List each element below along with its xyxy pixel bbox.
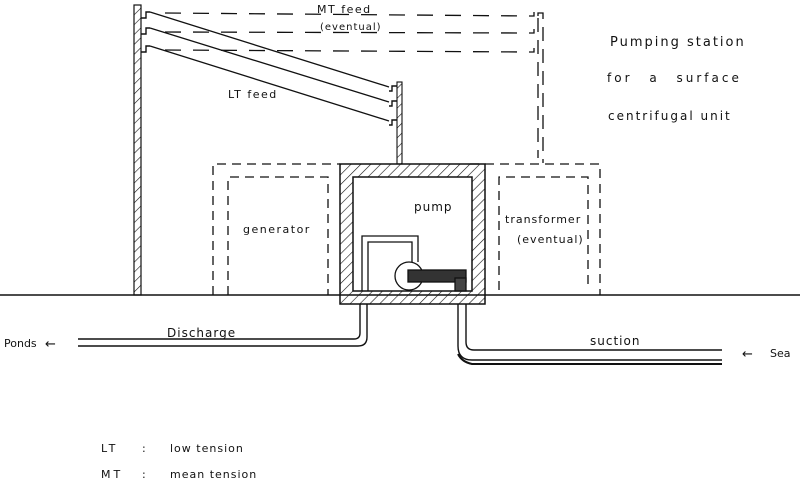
legend: LT : low tension MT : mean tension xyxy=(101,442,257,481)
pump-house xyxy=(339,163,486,305)
title-line-2: for a surface xyxy=(607,71,742,85)
left-pole xyxy=(133,4,142,296)
legend-sep-mt: : xyxy=(142,468,146,481)
suction-pipe xyxy=(457,304,722,365)
legend-abbr-lt: LT xyxy=(101,442,118,455)
building-outline-dashed xyxy=(212,163,601,295)
legend-abbr-mt: MT xyxy=(101,468,123,481)
left-pole-insulators xyxy=(141,11,150,53)
legend-meaning-lt: low tension xyxy=(170,442,244,455)
sea-arrow-icon: ← xyxy=(742,347,753,362)
suction-label: suction xyxy=(590,334,640,348)
mt-feed-label: MT feed xyxy=(317,3,372,16)
transformer-room xyxy=(498,176,589,290)
mt-pole xyxy=(530,12,544,163)
ponds-arrow-icon: ← xyxy=(45,337,56,352)
generator-label: generator xyxy=(243,223,311,236)
ponds-label: Ponds xyxy=(4,337,37,350)
lt-feed-lines xyxy=(149,11,390,122)
lt-feed-label: LT feed xyxy=(228,88,278,101)
lt-pole-insulators xyxy=(389,85,397,126)
legend-meaning-mt: mean tension xyxy=(170,468,257,481)
discharge-pipe xyxy=(78,304,368,347)
mt-feed-note: (eventual) xyxy=(320,22,382,33)
generator-room xyxy=(227,176,329,295)
pump-label: pump xyxy=(414,200,453,214)
pump-unit xyxy=(361,235,467,292)
discharge-label: Discharge xyxy=(167,326,236,340)
sea-label: Sea xyxy=(770,347,791,360)
transformer-note: (eventual) xyxy=(517,233,584,246)
transformer-label: transformer xyxy=(505,213,581,226)
lt-pole xyxy=(396,81,403,165)
mt-feed-lines xyxy=(164,12,531,53)
legend-sep-lt: : xyxy=(142,442,146,455)
title-line-3: centrifugal unit xyxy=(608,109,732,123)
title-line-1: Pumping station xyxy=(610,35,746,50)
